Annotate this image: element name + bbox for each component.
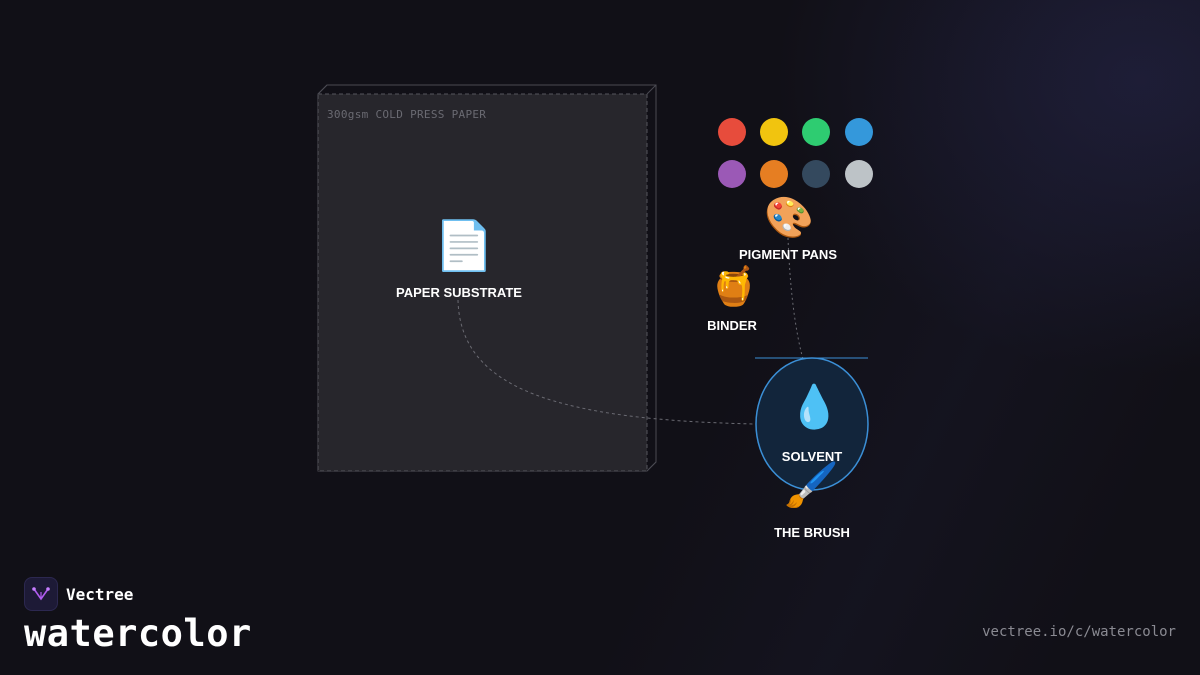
palette-icon: 🎨 bbox=[764, 196, 814, 240]
page-title: watercolor bbox=[24, 612, 252, 655]
solvent-label: SOLVENT bbox=[781, 449, 843, 464]
pigment-dot-3 bbox=[802, 118, 830, 146]
vectree-logo-icon bbox=[24, 577, 58, 611]
document-icon: 📄 bbox=[434, 220, 494, 273]
paper-box-edge-tr bbox=[646, 84, 657, 95]
the-brush-label: THE BRUSH bbox=[774, 525, 850, 540]
pigment-dot-5 bbox=[718, 160, 746, 188]
paper-box-edge-tl bbox=[317, 84, 328, 95]
pigment-dot-2 bbox=[760, 118, 788, 146]
droplet-icon: 💧 bbox=[788, 383, 841, 430]
honey-pot-icon: 🍯 bbox=[710, 266, 758, 308]
footer-url[interactable]: vectree.io/c/watercolor bbox=[982, 624, 1176, 640]
solvent-ring bbox=[755, 357, 869, 491]
paintbrush-icon: 🖌️ bbox=[784, 461, 839, 510]
pigment-dot-6 bbox=[760, 160, 788, 188]
brand: Vectree bbox=[24, 577, 133, 611]
vectree-logo-mark bbox=[32, 587, 50, 601]
paper-box-edge-br bbox=[646, 461, 657, 472]
pigment-pans-label: PIGMENT PANS bbox=[739, 247, 837, 262]
pigment-dot-7 bbox=[802, 160, 830, 188]
brand-name: Vectree bbox=[66, 584, 134, 604]
pigment-dot-1 bbox=[718, 118, 746, 146]
pigment-dot-8 bbox=[845, 160, 873, 188]
paper-box-front bbox=[317, 93, 648, 472]
paper-box bbox=[317, 84, 657, 472]
paper-substrate-label: PAPER SUBSTRATE bbox=[396, 285, 522, 300]
paper-caption: 300gsm COLD PRESS PAPER bbox=[327, 108, 487, 121]
pigment-dot-4 bbox=[845, 118, 873, 146]
binder-label: BINDER bbox=[707, 318, 757, 333]
